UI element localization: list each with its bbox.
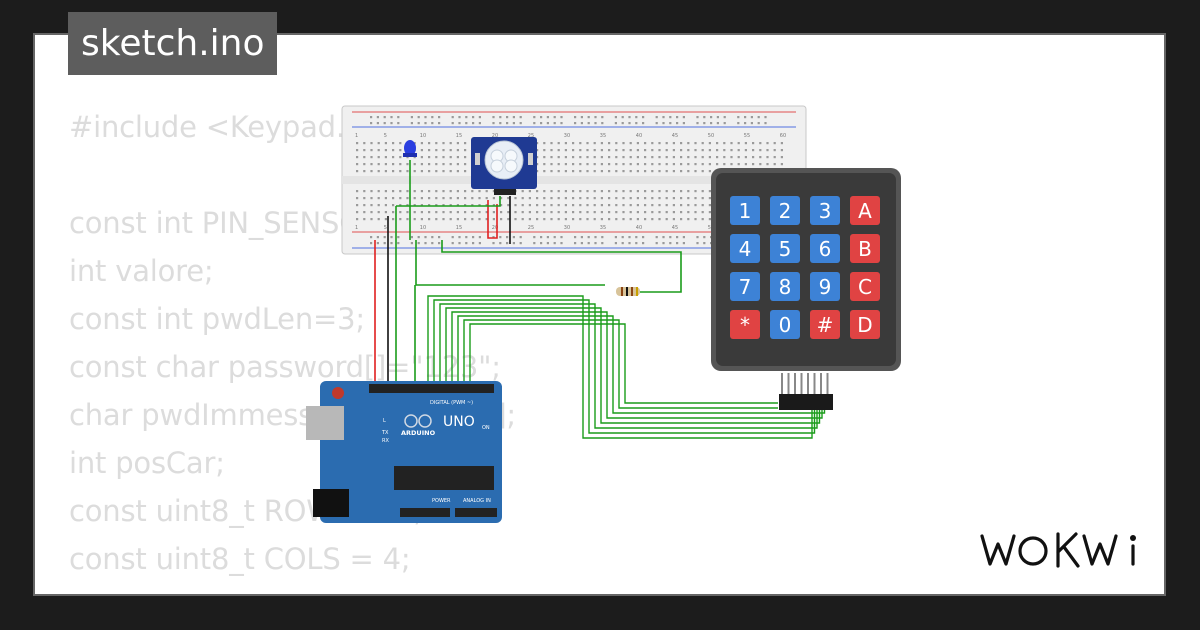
microcontroller-chip (394, 466, 494, 490)
arduino-model: UNO (443, 414, 475, 430)
arduino-uno[interactable]: UNO ARDUINO DIGITAL (PWM ~) POWER ANALOG… (306, 381, 502, 523)
breadboard-column-number: 35 (600, 225, 606, 231)
keypad-key-2[interactable]: 2 (770, 196, 800, 225)
breadboard-column-number: 5 (384, 133, 387, 139)
pir-sensor[interactable] (471, 137, 537, 195)
rx-label: RX (382, 438, 389, 444)
breadboard-column-number: 50 (708, 133, 714, 139)
keypad-key-D[interactable]: D (850, 310, 880, 339)
keypad-key-label: 4 (739, 237, 752, 261)
keypad-key-4[interactable]: 4 (730, 234, 760, 263)
on-label: ON (482, 425, 490, 431)
breadboard-column-number: 10 (420, 225, 426, 231)
breadboard-column-number: 35 (600, 133, 606, 139)
keypad-key-label: C (858, 275, 872, 299)
keypad-key-label: * (740, 313, 750, 337)
code-line: const char password[]="123"; (69, 350, 501, 384)
l-label: L (383, 418, 386, 424)
reset-button (332, 387, 344, 399)
keypad-wires (427, 295, 831, 439)
arduino-brand: ARDUINO (401, 429, 436, 437)
keypad-key-C[interactable]: C (850, 272, 880, 301)
breadboard-column-number: 20 (492, 133, 498, 139)
keypad-key-5[interactable]: 5 (770, 234, 800, 263)
digital-header (369, 384, 494, 393)
resistor[interactable] (616, 287, 640, 296)
keypad-key-label: 8 (779, 275, 792, 299)
breadboard-column-number: 5 (384, 225, 387, 231)
keypad-key-#[interactable]: # (810, 310, 840, 339)
keypad-key-0[interactable]: 0 (770, 310, 800, 339)
breadboard-column-number: 30 (564, 133, 570, 139)
keypad-key-label: 6 (819, 237, 832, 261)
wokwi-logo (980, 532, 1136, 568)
keypad-header (779, 373, 833, 410)
keypad-key-label: 9 (819, 275, 832, 299)
code-line: int valore; (69, 254, 214, 288)
breadboard-column-number: 30 (564, 225, 570, 231)
keypad-key-6[interactable]: 6 (810, 234, 840, 263)
code-line: int posCar; (69, 446, 225, 480)
keypad-key-label: B (858, 237, 872, 261)
arduino-logo-icon (404, 414, 432, 428)
keypad-key-A[interactable]: A (850, 196, 880, 225)
breadboard-column-number: 10 (420, 133, 426, 139)
code-line: char keys[ROWS][COLS] = { (69, 583, 516, 594)
usb-port (306, 406, 344, 440)
keypad-key-*[interactable]: * (730, 310, 760, 339)
keypad-key-9[interactable]: 9 (810, 272, 840, 301)
analog-label: ANALOG IN (463, 498, 491, 504)
breadboard-column-number: 20 (492, 225, 498, 231)
breadboard-column-number: 45 (672, 225, 678, 231)
keypad-key-label: 5 (779, 237, 792, 261)
keypad-key-label: 0 (779, 313, 792, 337)
breadboard-column-number: 25 (528, 133, 534, 139)
tx-label: TX (381, 430, 389, 436)
breadboard-column-number: 45 (672, 133, 678, 139)
breadboard-column-number: 50 (708, 225, 714, 231)
breadboard-column-number: 55 (744, 133, 750, 139)
breadboard-column-number: 15 (456, 133, 462, 139)
keypad-key-label: D (857, 313, 872, 337)
digital-label: DIGITAL (PWM ~) (430, 400, 473, 406)
keypad[interactable]: 1 2 3 A 4 5 6 B 7 8 9 C * 0 # D (711, 168, 901, 410)
keypad-key-B[interactable]: B (850, 234, 880, 263)
led[interactable] (403, 140, 417, 157)
breadboard-column-number: 40 (636, 225, 642, 231)
keypad-key-label: 7 (739, 275, 752, 299)
breadboard-column-number: 40 (636, 133, 642, 139)
keypad-key-7[interactable]: 7 (730, 272, 760, 301)
keypad-key-label: 3 (819, 199, 832, 223)
keypad-key-label: A (858, 199, 872, 223)
sketch-title: sketch.ino (68, 12, 278, 75)
keypad-key-label: # (817, 313, 834, 337)
power-jack (313, 489, 349, 517)
keypad-key-label: 2 (779, 199, 792, 223)
power-label: POWER (432, 498, 451, 504)
code-line: const uint8_t COLS = 4; (69, 542, 411, 576)
keypad-key-8[interactable]: 8 (770, 272, 800, 301)
breadboard-column-number: 1 (355, 225, 358, 231)
keypad-key-label: 1 (739, 199, 752, 223)
breadboard-column-number: 15 (456, 225, 462, 231)
code-line: const int pwdLen=3; (69, 302, 365, 336)
breadboard-column-number: 60 (780, 133, 786, 139)
keypad-key-1[interactable]: 1 (730, 196, 760, 225)
analog-header (455, 508, 497, 517)
keypad-key-3[interactable]: 3 (810, 196, 840, 225)
breadboard-column-number: 25 (528, 225, 534, 231)
breadboard-column-number: 1 (355, 133, 358, 139)
power-header (400, 508, 450, 517)
